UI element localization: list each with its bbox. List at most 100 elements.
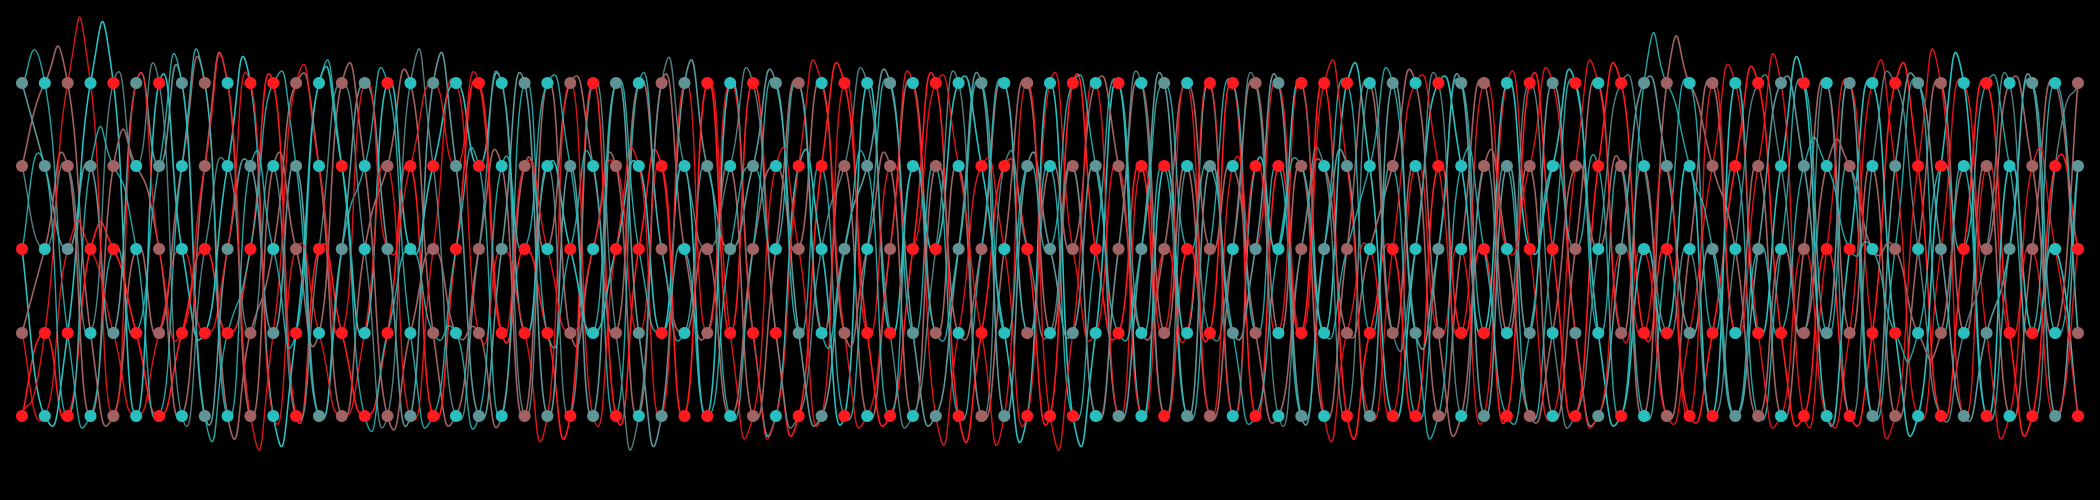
braid-node [1615,410,1628,422]
braid-node [678,77,691,89]
braid-node [130,243,143,255]
braid-node [587,243,600,255]
braid-node [427,160,440,172]
braid-node [358,77,371,89]
braid-node [84,77,97,89]
braid-node [38,77,51,89]
braid-node [107,160,120,172]
braid-node [1318,243,1331,255]
braid-node [335,243,348,255]
braid-node [1089,160,1102,172]
braid-node [16,160,28,172]
braid-node [358,410,371,422]
braid-node [84,410,97,422]
braid-node [1432,160,1445,172]
braid-node [2026,327,2039,339]
braid-node [1226,410,1239,422]
braid-node [975,327,988,339]
braid-node [1500,243,1513,255]
braid-node [952,77,965,89]
braid-node [792,160,805,172]
braid-node [1820,77,1833,89]
braid-node [632,327,645,339]
braid-node [290,160,303,172]
braid-node [450,243,462,255]
braid-node [1843,243,1856,255]
braid-node [838,160,851,172]
braid-node [792,243,805,255]
braid-node [1500,327,1513,339]
braid-node [1546,243,1559,255]
braid-node [815,410,828,422]
braid-node [130,160,143,172]
braid-node [678,160,691,172]
braid-node [1775,327,1787,339]
braid-node [175,77,188,89]
braid-node [1181,160,1194,172]
braid-node [952,160,965,172]
braid-node [472,77,485,89]
braid-node [1158,327,1171,339]
braid-node [564,327,577,339]
braid-node [1569,160,1582,172]
braid-node [1044,77,1056,89]
braid-node [792,77,805,89]
braid-node [16,410,28,422]
braid-node [1980,160,1993,172]
braid-node [1592,327,1605,339]
braid-node [678,243,691,255]
braid-node [1523,160,1536,172]
braid-node [130,410,143,422]
braid-node [906,160,919,172]
braid-node [541,77,554,89]
braid-node [998,160,1011,172]
braid-node [267,327,280,339]
braid-node [1980,243,1993,255]
braid-node [678,327,691,339]
braid-node [655,243,668,255]
braid-node [1729,327,1742,339]
braid-node [724,410,737,422]
braid-node [175,410,188,422]
braid-node [221,160,234,172]
braid-node [792,410,805,422]
braid-node [1044,327,1056,339]
braid-node [38,327,51,339]
braid-node [1775,243,1787,255]
braid-node [335,77,348,89]
braid-node [175,327,188,339]
braid-node [952,243,965,255]
braid-node [747,77,759,89]
braid-node [221,327,234,339]
braid-node [16,327,28,339]
braid-node [84,327,97,339]
braid-node [1363,410,1376,422]
braid-node [998,327,1011,339]
braid-node [1432,243,1445,255]
braid-node [1386,160,1399,172]
braid-node [1775,160,1787,172]
braid-node [16,77,28,89]
braid-node [404,243,417,255]
braid-node [1957,77,1970,89]
braid-node [884,327,897,339]
braid-node [198,160,211,172]
braid-node [1523,410,1536,422]
braid-node [1569,77,1582,89]
braid-node [610,77,622,89]
braid-node [998,410,1011,422]
braid-node [244,327,257,339]
braid-node [153,160,166,172]
braid-node [1203,243,1216,255]
braid-node [1934,410,1947,422]
braid-node [1021,243,1034,255]
braid-node [1455,243,1468,255]
braid-node [1660,77,1673,89]
braid-node [1957,160,1970,172]
braid-node [815,327,828,339]
braid-node [1363,77,1376,89]
braid-node [906,243,919,255]
braid-node [906,77,919,89]
braid-node [198,410,211,422]
braid-node [541,160,554,172]
